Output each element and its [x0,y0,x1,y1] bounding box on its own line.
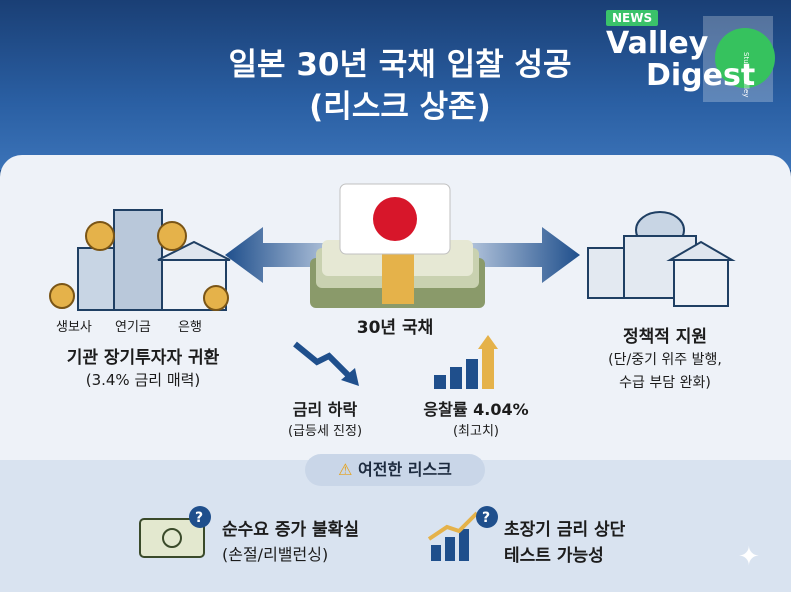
tag-life-insurer: 생보사 [56,320,92,335]
sparkle-icon: ✦ [738,542,760,572]
rate-down-icon [293,341,359,386]
logo-news-tag: NEWS [606,10,659,26]
arrow-left-icon [225,227,335,283]
institutions-icon [49,209,231,311]
right-heading: 정책적 지원 [622,327,708,347]
center-label: 30년 국채 [356,318,434,338]
tag-pension-fund: 연기금 [115,320,151,335]
risk2-line1: 초장기 금리 상단 [504,520,626,540]
logo-word-digest: Digest [646,58,756,93]
left-heading: 기관 장기투자자 귀환 [66,348,220,368]
risk-pill-label: 여전한 리스크 [358,460,452,479]
japan-flag-icon [339,183,451,255]
brand-logo: NEWS Valley Digest Studio Valley [600,8,780,103]
risk-pill: ⚠ 여전한 리스크 [305,454,485,486]
arrow-right-icon [465,227,580,283]
logo-word-valley: Valley [606,26,709,61]
logo-dot [715,28,775,88]
left-subtext: (3.4% 금리 매력) [85,371,201,389]
right-subtext-2: 수급 부담 완화) [619,375,711,391]
right-subtext-1: (단/중기 위주 발행, [608,352,722,368]
warning-icon: ⚠ [338,460,359,479]
title-line2: (리스크 상존) [309,89,491,125]
title-line1: 일본 30년 국채 입찰 성공 [228,47,572,83]
page-title: 일본 30년 국채 입찰 성공 (리스크 상존) [150,44,650,128]
bid-subtext: (최고치) [452,424,500,439]
bid-chart-icon [434,335,498,389]
risk1-line1: 순수요 증가 불확실 [222,520,359,540]
money-question-icon: ? [139,506,211,558]
rate-heading: 금리 하락 [292,400,358,419]
bid-heading: 응찰률 4.04% [423,400,529,419]
tag-bank: 은행 [178,320,202,335]
risk2-line2: 테스트 가능성 [504,546,604,566]
svg-text:?: ? [195,510,203,526]
header-banner [0,0,791,170]
logo-studio-text: Studio Valley [742,52,750,98]
chart-question-icon: ? [427,506,498,561]
svg-text:?: ? [482,510,490,526]
risk1-line2: (손절/리밸런싱) [222,545,329,564]
government-building-icon [587,211,736,307]
rate-subtext: (급등세 진정) [287,424,363,439]
